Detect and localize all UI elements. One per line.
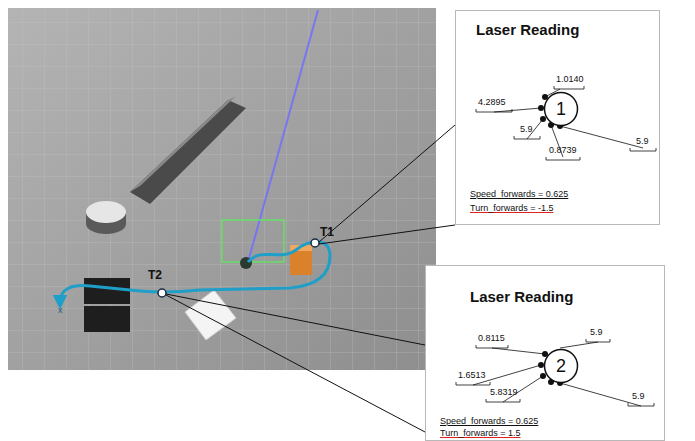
turn-value: Turn_forwards = 1.5 bbox=[440, 428, 520, 438]
panel-heading: Laser Reading bbox=[476, 21, 579, 38]
t2-marker bbox=[158, 289, 166, 297]
leader-line bbox=[166, 294, 425, 345]
t1-marker bbox=[311, 239, 319, 247]
laser-reading: 5.8319 bbox=[490, 388, 518, 398]
floor bbox=[8, 8, 436, 370]
time-marker: T1 bbox=[320, 226, 334, 239]
time-marker: T2 bbox=[148, 269, 162, 282]
laser-reading: 0.8115 bbox=[478, 334, 505, 344]
panel-ground bbox=[425, 265, 665, 441]
black-box bbox=[84, 306, 130, 332]
callout-number: 2 bbox=[556, 356, 566, 377]
laser-reading: 5.9 bbox=[520, 125, 533, 135]
black-box bbox=[84, 278, 130, 304]
floor-grid bbox=[8, 8, 436, 370]
end-marker: x bbox=[58, 306, 63, 316]
white-box bbox=[185, 290, 236, 340]
leader-line bbox=[319, 125, 455, 242]
speed-value: Speed_forwards = 0.625 bbox=[470, 189, 568, 199]
panel-ground bbox=[455, 10, 660, 225]
cylinder-top bbox=[86, 201, 126, 223]
reading-brackets bbox=[476, 86, 656, 160]
robot-circle: 1 bbox=[543, 91, 579, 127]
laser-reading: 5.9 bbox=[632, 392, 645, 402]
long-prism-top bbox=[130, 96, 236, 192]
callout-panel: Laser ReadingSpeed_forwards = 0.625Turn_… bbox=[425, 265, 665, 441]
panel-heading: Laser Reading bbox=[470, 288, 573, 305]
callout-panel: Laser ReadingSpeed_forwards = 0.625Turn_… bbox=[455, 10, 660, 225]
leader-line bbox=[166, 295, 425, 432]
laser-ray bbox=[248, 10, 318, 262]
robot-circle: 2 bbox=[543, 348, 579, 384]
laser-reading: 4.2895 bbox=[478, 98, 506, 108]
turn-value: Turn_forwards = -1.5 bbox=[470, 203, 553, 213]
callout-number: 1 bbox=[556, 99, 566, 120]
long-prism bbox=[130, 100, 246, 204]
leader-line bbox=[319, 225, 455, 244]
speed-value: Speed_forwards = 0.625 bbox=[440, 416, 538, 426]
laser-reading: 0.8739 bbox=[549, 146, 577, 156]
laser-reading: 1.6513 bbox=[458, 371, 486, 381]
orange-box bbox=[290, 245, 312, 275]
trajectory bbox=[60, 242, 330, 302]
laser-reading: 5.9 bbox=[636, 137, 649, 147]
reading-brackets bbox=[456, 339, 654, 406]
laser-reading: 1.0140 bbox=[556, 75, 584, 85]
laser-reading: 5.9 bbox=[590, 328, 603, 338]
